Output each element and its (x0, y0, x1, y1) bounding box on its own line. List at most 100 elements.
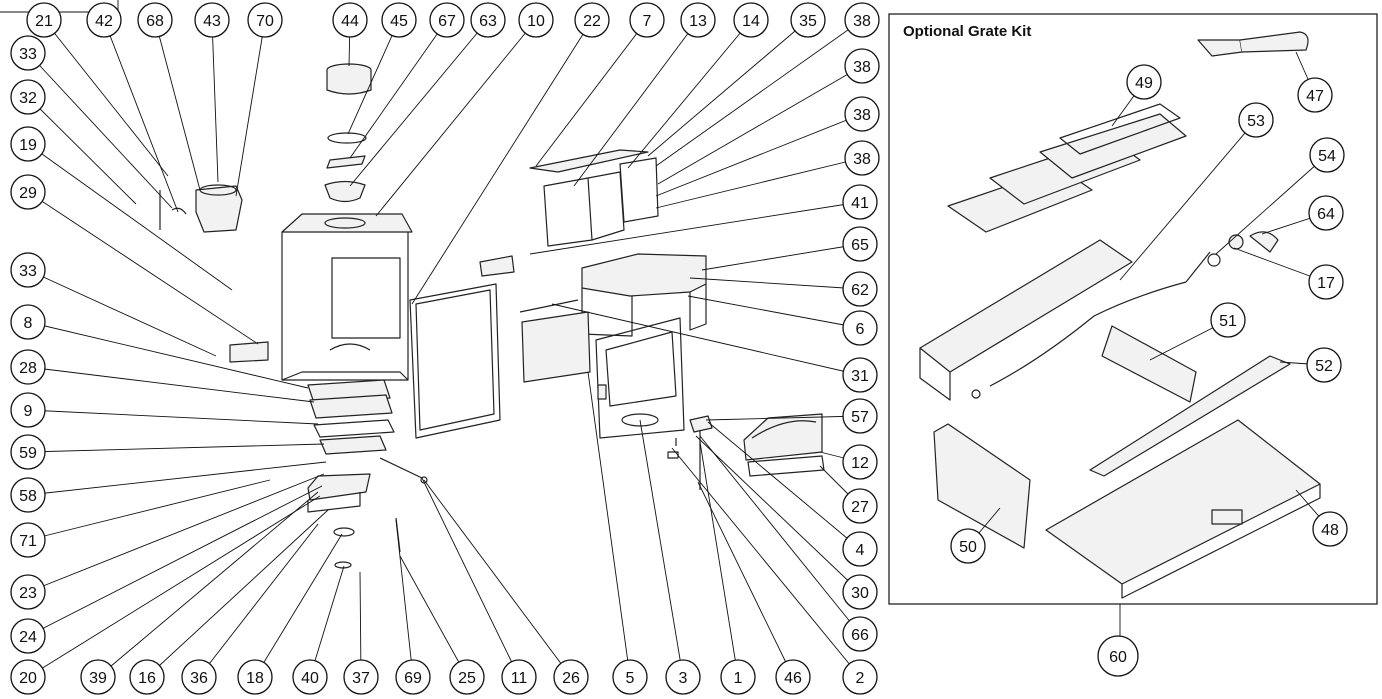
leader-line (671, 447, 861, 678)
leader-line (27, 443, 325, 453)
callout-number: 38 (853, 13, 871, 30)
callout-circle (844, 96, 880, 132)
callout-8: 8 (10, 304, 46, 340)
callout-circle (449, 659, 485, 695)
leader-line (349, 19, 448, 159)
callout-number: 45 (390, 13, 408, 30)
leader-line (154, 19, 201, 191)
callout-number: 68 (146, 13, 164, 30)
callout-number: 6 (856, 321, 865, 338)
leader-line (27, 191, 259, 345)
leader-line (198, 523, 319, 678)
leader-line (529, 201, 861, 255)
callout-19: 19 (10, 126, 46, 162)
callout-circle (247, 2, 283, 38)
callout-48: 48 (1312, 511, 1348, 547)
stove-door (595, 317, 685, 439)
callout-circle (1210, 302, 1246, 338)
callout-circle (842, 310, 878, 346)
callout-circle (842, 398, 878, 434)
leader-line (211, 19, 219, 183)
callout-52: 52 (1306, 347, 1342, 383)
callout-50: 50 (950, 528, 986, 564)
callout-number: 69 (404, 670, 422, 687)
leader-line (27, 495, 321, 678)
callout-number: 36 (190, 670, 208, 687)
callout-38: 38 (844, 2, 880, 38)
callout-circle (842, 488, 878, 524)
callout-circle (842, 616, 878, 652)
leader-line (27, 96, 137, 205)
callout-number: 29 (19, 185, 37, 202)
callout-36: 36 (181, 659, 217, 695)
callout-number: 22 (583, 13, 601, 30)
callout-number: 54 (1318, 148, 1336, 165)
callout-circle (518, 2, 554, 38)
callout-38: 38 (844, 48, 880, 84)
callout-3: 3 (665, 659, 701, 695)
callout-27: 27 (842, 488, 878, 524)
callout-circle (129, 659, 165, 695)
leader-line (27, 143, 233, 291)
leader-line (27, 269, 217, 357)
callout-number: 51 (1219, 313, 1237, 330)
callout-circle (332, 2, 368, 38)
grate-kit-title: Optional Grate Kit (903, 23, 1031, 40)
callout-25: 25 (449, 659, 485, 695)
callout-number: 5 (626, 670, 635, 687)
callout-number: 31 (851, 368, 869, 385)
callout-number: 38 (853, 59, 871, 76)
leader-line (655, 19, 863, 167)
callout-number: 13 (689, 13, 707, 30)
leader-line (697, 481, 794, 678)
callout-28: 28 (10, 349, 46, 385)
callout-66: 66 (842, 616, 878, 652)
callout-number: 65 (851, 237, 869, 254)
leader-line (551, 303, 861, 376)
callout-29: 29 (10, 174, 46, 210)
grate-kit-parts (919, 31, 1321, 599)
callout-number: 20 (19, 670, 37, 687)
callout-circle (26, 2, 62, 38)
callout-circle (842, 531, 878, 567)
callout-40: 40 (292, 659, 328, 695)
callout-number: 18 (246, 670, 264, 687)
callout-number: 44 (341, 13, 359, 30)
callout-circle (10, 434, 46, 470)
callout-circle (612, 659, 648, 695)
leader-line (689, 277, 861, 290)
callout-63: 63 (470, 2, 506, 38)
callout-number: 14 (742, 13, 760, 30)
callout-circle (1238, 102, 1274, 138)
callout-circle (680, 2, 716, 38)
callout-13: 13 (680, 2, 716, 38)
callout-circle (429, 2, 465, 38)
callout-number: 16 (138, 670, 156, 687)
callout-number: 11 (511, 670, 528, 687)
callout-circle (1308, 195, 1344, 231)
callout-circle (844, 48, 880, 84)
callout-circle (574, 2, 610, 38)
leader-line (423, 479, 572, 678)
callout-4: 4 (842, 531, 878, 567)
leader-line (701, 243, 861, 271)
callout-number: 63 (479, 13, 497, 30)
callout-number: 43 (203, 13, 221, 30)
callout-circle (80, 659, 116, 695)
callout-circle (844, 140, 880, 176)
leader-line (657, 65, 863, 185)
leader-line (254, 533, 343, 678)
callout-43: 43 (194, 2, 230, 38)
callout-1: 1 (720, 659, 756, 695)
callout-44: 44 (332, 2, 368, 38)
leader-line (399, 555, 468, 678)
callout-number: 38 (853, 151, 871, 168)
leader-line (655, 113, 863, 197)
callout-circle (10, 252, 46, 288)
callout-number: 67 (438, 13, 456, 30)
leader-line (707, 421, 861, 550)
callout-number: 4 (856, 542, 865, 559)
leader-line (647, 19, 809, 157)
callout-number: 71 (19, 533, 37, 550)
